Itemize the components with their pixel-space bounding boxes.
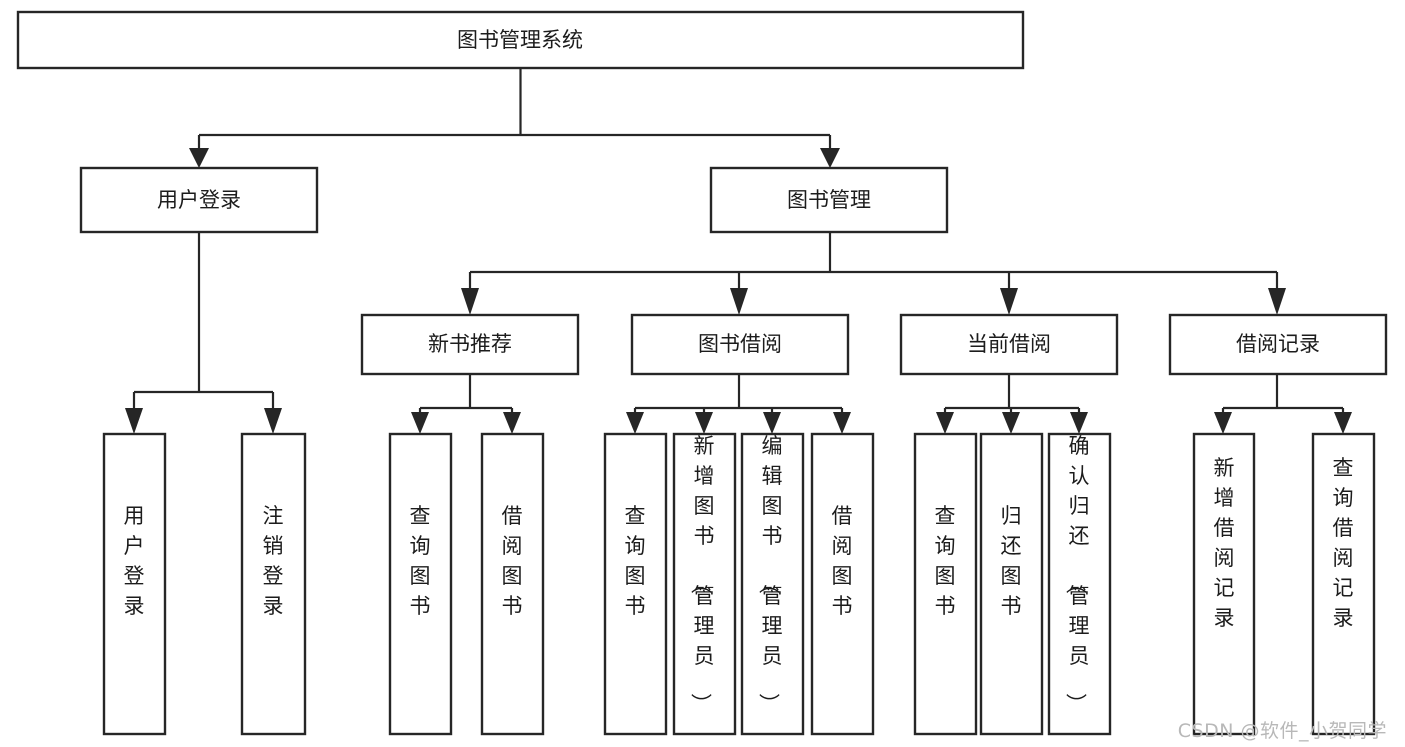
arrow-head-leaf-add-book	[695, 412, 713, 434]
leaf-logout-label: 注销登录	[263, 504, 284, 618]
node-borrow-record[interactable]: 借阅记录	[1168, 313, 1388, 376]
leaf-query-book-2-box[interactable]	[603, 432, 668, 736]
arrow-head-leaf-confirm-return	[1070, 412, 1088, 434]
node-current-borrow-box[interactable]	[899, 313, 1119, 376]
node-borrow-record-label: 借阅记录	[1236, 332, 1320, 356]
leaf-borrow-book-1-label: 借阅图书	[502, 504, 523, 618]
arrow-head-leaf-query-book-1	[411, 412, 429, 434]
leaf-query-record[interactable]: 查询借阅记录	[1311, 432, 1376, 736]
arrow-head-leaf-return-book	[1002, 412, 1020, 434]
leaf-logout[interactable]: 注销登录	[240, 432, 307, 736]
node-root-box[interactable]	[16, 10, 1025, 70]
arrow-head-leaf-edit-book	[763, 412, 781, 434]
leaf-user-login[interactable]: 用户登录	[102, 432, 167, 736]
node-user-login-box[interactable]	[79, 166, 319, 234]
arrow-head-leaf-query-record	[1334, 412, 1352, 434]
node-new-book-recommend[interactable]: 新书推荐	[360, 313, 580, 376]
arrow-head-borrow-record	[1268, 288, 1286, 315]
leaf-query-book-3[interactable]: 查询图书	[913, 432, 978, 736]
leaf-edit-book-label: 编辑图书（管理员）	[757, 434, 783, 714]
leaf-confirm-return-box[interactable]	[1047, 432, 1112, 736]
node-book-borrow-label: 图书借阅	[698, 332, 782, 356]
leaf-user-login-box[interactable]	[102, 432, 167, 736]
node-current-borrow[interactable]: 当前借阅	[899, 313, 1119, 376]
node-current-borrow-label: 当前借阅	[967, 332, 1051, 356]
leaf-return-book[interactable]: 归还图书	[979, 432, 1044, 736]
leaf-query-record-label: 查询借阅记录	[1333, 456, 1354, 630]
leaf-confirm-return-label: 确认归还（管理员）	[1064, 434, 1090, 714]
leaf-edit-book-box[interactable]	[740, 432, 805, 736]
node-book-borrow-box[interactable]	[630, 313, 850, 376]
node-book-borrow[interactable]: 图书借阅	[630, 313, 850, 376]
leaf-query-book-3-box[interactable]	[913, 432, 978, 736]
arrow-head-leaf-borrow-book-1	[503, 412, 521, 434]
leaf-add-book-box[interactable]	[672, 432, 737, 736]
leaf-add-record-box[interactable]	[1192, 432, 1256, 736]
leaf-query-record-box[interactable]	[1311, 432, 1376, 736]
node-borrow-record-box[interactable]	[1168, 313, 1388, 376]
node-root[interactable]: 图书管理系统	[16, 10, 1025, 70]
arrow-head-leaf-borrow-book-2	[833, 412, 851, 434]
leaf-return-book-label: 归还图书	[1001, 504, 1022, 618]
leaf-add-record[interactable]: 新增借阅记录	[1192, 432, 1256, 736]
node-root-label: 图书管理系统	[457, 28, 583, 52]
leaf-logout-box[interactable]	[240, 432, 307, 736]
arrow-head-book-borrow	[730, 288, 748, 315]
leaf-return-book-box[interactable]	[979, 432, 1044, 736]
leaf-borrow-book-1-box[interactable]	[480, 432, 545, 736]
leaf-query-book-2[interactable]: 查询图书	[603, 432, 668, 736]
arrow-head-leaf-user-login	[125, 408, 143, 434]
arrow-head-leaf-add-record	[1214, 412, 1232, 434]
arrow-head-book-management	[820, 148, 840, 168]
leaf-query-book-1[interactable]: 查询图书	[388, 432, 453, 736]
leaf-borrow-book-2[interactable]: 借阅图书	[810, 432, 875, 736]
leaf-borrow-book-2-box[interactable]	[810, 432, 875, 736]
node-user-login[interactable]: 用户登录	[79, 166, 319, 234]
node-book-management[interactable]: 图书管理	[709, 166, 949, 234]
arrow-head-leaf-logout	[264, 408, 282, 434]
node-user-login-label: 用户登录	[157, 188, 241, 212]
leaf-query-book-1-box[interactable]	[388, 432, 453, 736]
leaf-query-book-3-label: 查询图书	[935, 504, 956, 618]
connector-layer	[125, 68, 1352, 434]
leaf-query-book-2-label: 查询图书	[625, 504, 646, 618]
leaf-confirm-return[interactable]: 确认归还（管理员）	[1047, 432, 1112, 736]
node-book-management-box[interactable]	[709, 166, 949, 234]
arrow-head-current-borrow	[1000, 288, 1018, 315]
node-new-book-recommend-box[interactable]	[360, 313, 580, 376]
leaf-borrow-book-1[interactable]: 借阅图书	[480, 432, 545, 736]
leaf-query-book-1-label: 查询图书	[410, 504, 431, 618]
arrow-head-leaf-query-book-3	[936, 412, 954, 434]
leaf-add-book[interactable]: 新增图书（管理员）	[672, 432, 737, 736]
node-book-management-label: 图书管理	[787, 188, 871, 212]
leaf-user-login-label: 用户登录	[124, 504, 145, 618]
arrow-head-user-login	[189, 148, 209, 168]
node-new-book-recommend-label: 新书推荐	[428, 332, 512, 356]
arrow-head-leaf-query-book-2	[626, 412, 644, 434]
leaf-edit-book[interactable]: 编辑图书（管理员）	[740, 432, 805, 736]
leaf-add-record-label: 新增借阅记录	[1214, 456, 1235, 630]
leaf-add-book-label: 新增图书（管理员）	[689, 434, 715, 714]
leaf-borrow-book-2-label: 借阅图书	[832, 504, 853, 618]
arrow-head-new-book-recommend	[461, 288, 479, 315]
